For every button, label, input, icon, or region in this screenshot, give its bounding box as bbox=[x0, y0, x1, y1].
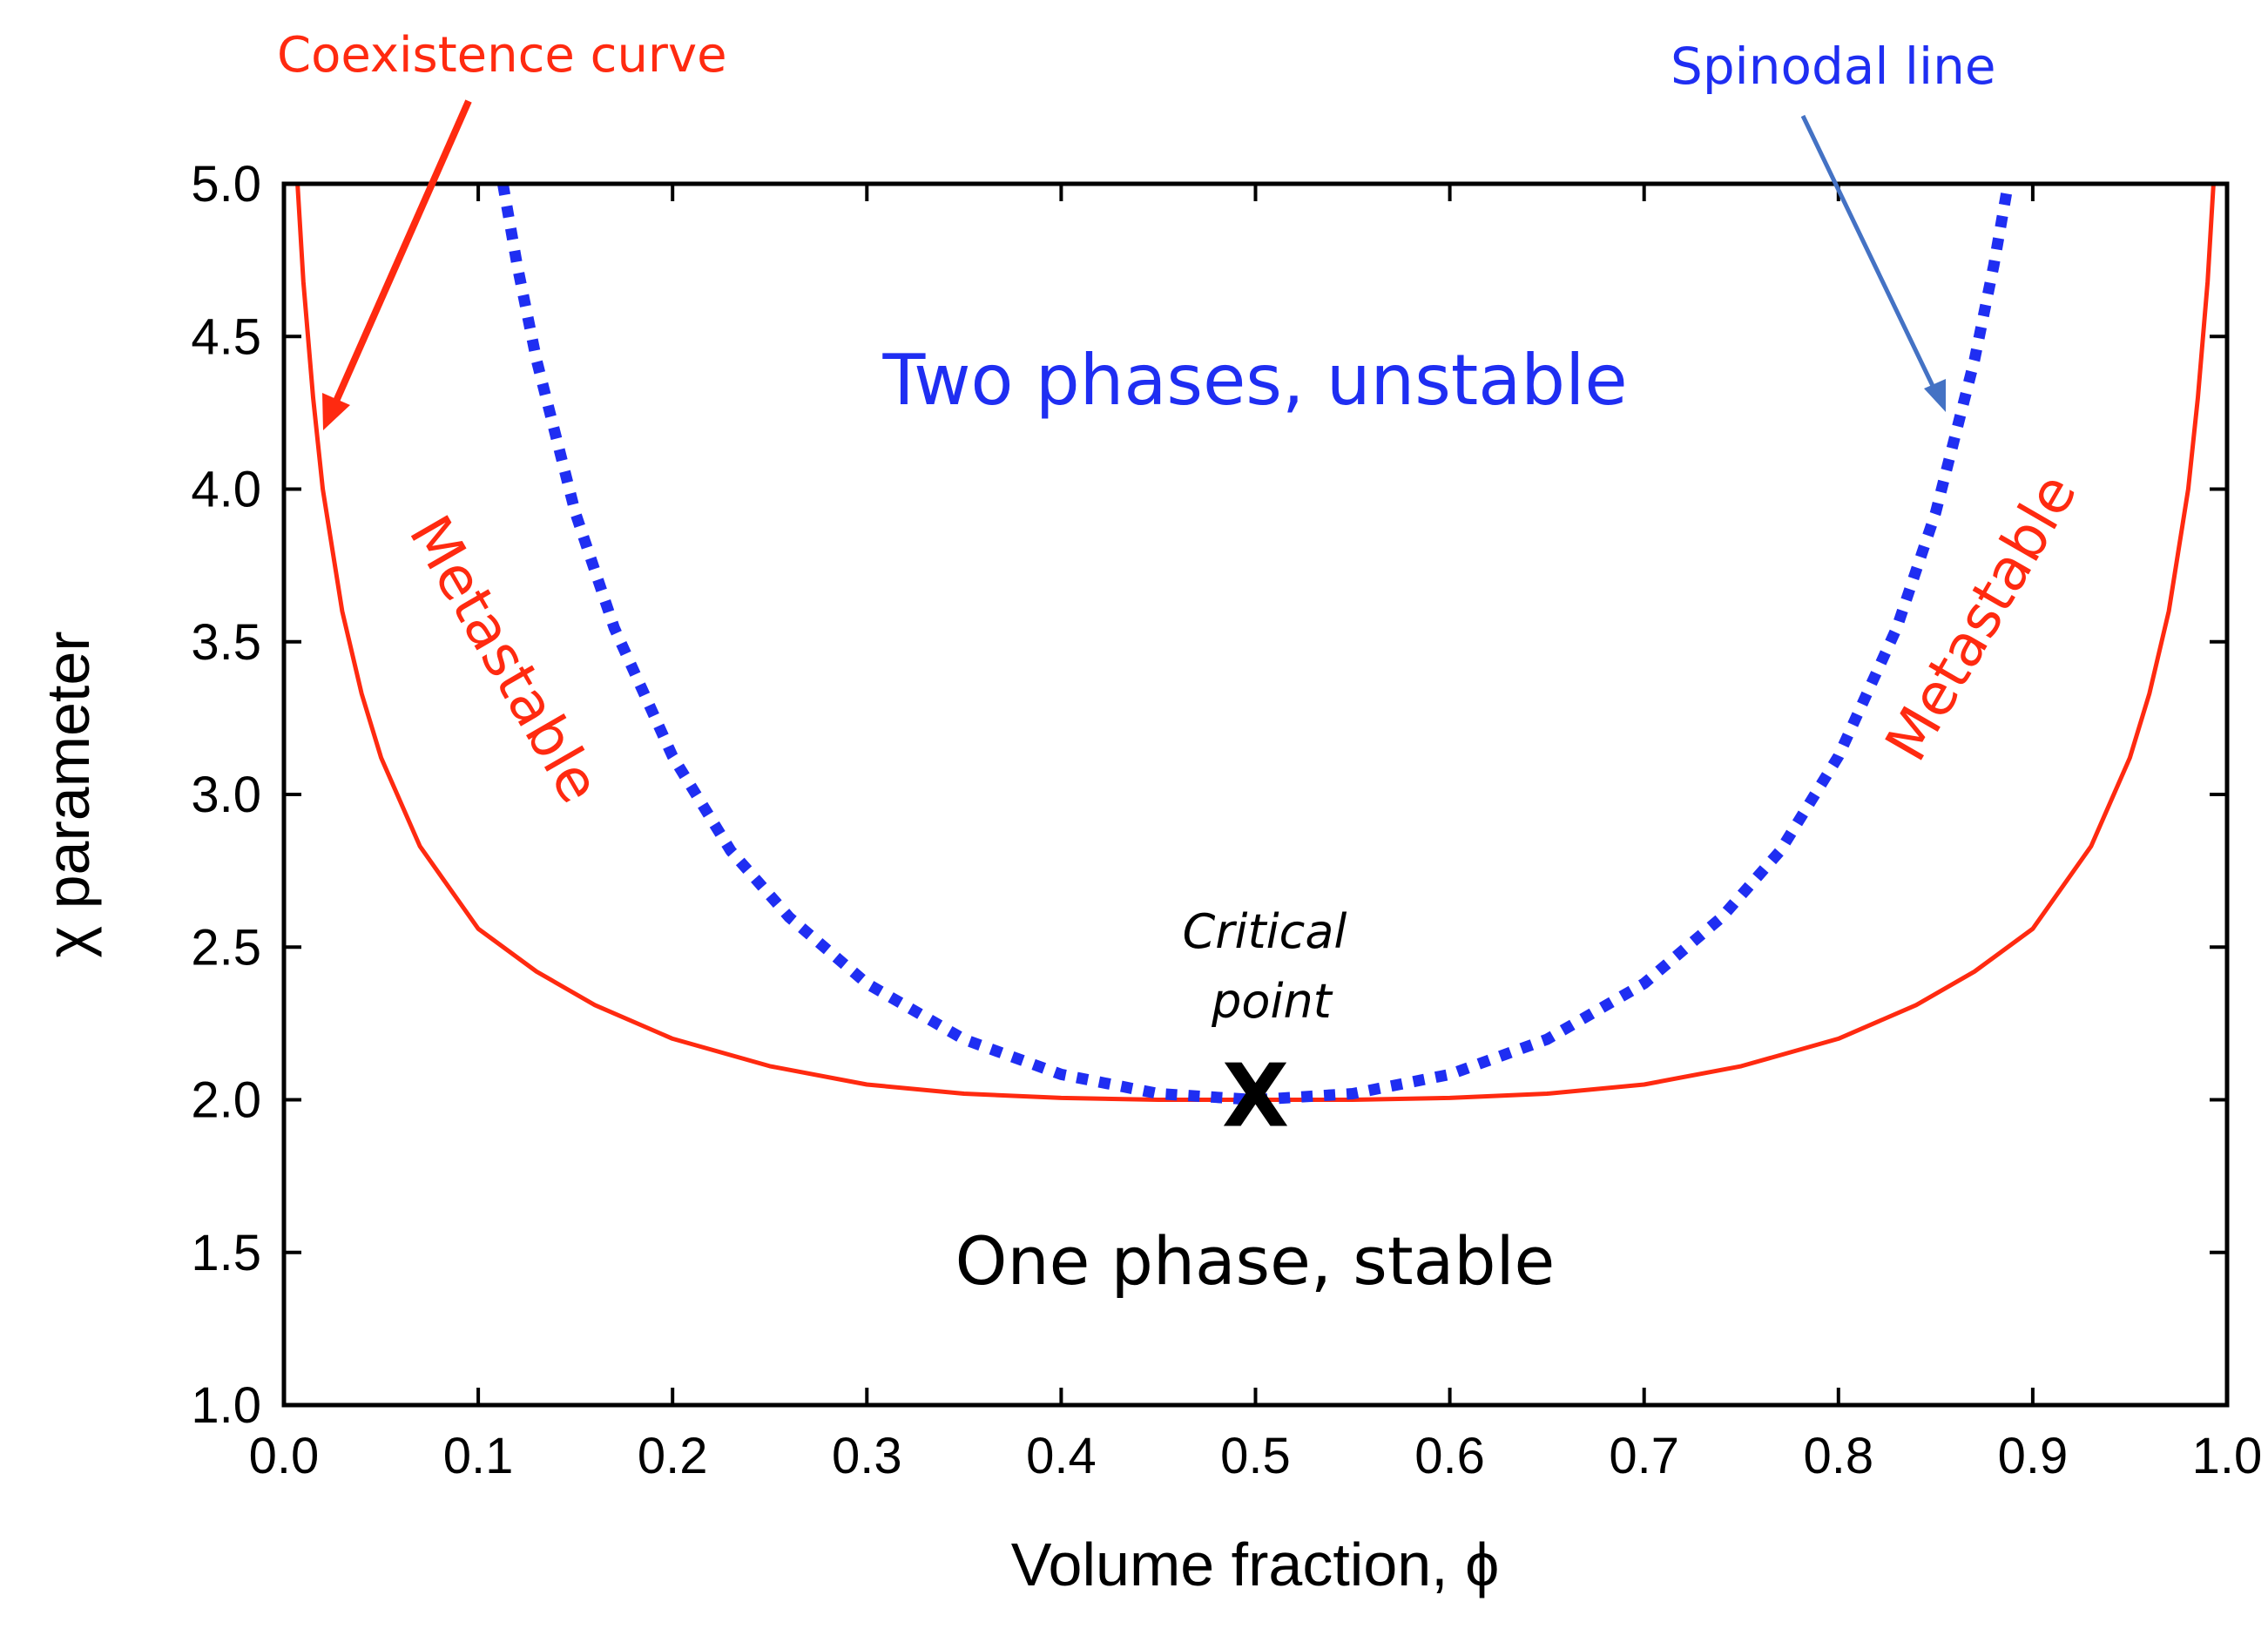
y-tick-label: 3.5 bbox=[191, 614, 261, 671]
spinodal-line bbox=[496, 182, 2015, 1105]
x-tick-label: 0.2 bbox=[638, 1428, 708, 1484]
y-axis-label: χ parameter bbox=[34, 631, 102, 957]
x-tick-label: 0.1 bbox=[443, 1428, 514, 1484]
y-tick-label: 4.0 bbox=[191, 462, 261, 518]
x-tick-label: 0.5 bbox=[1220, 1428, 1291, 1484]
y-tick-label: 5.0 bbox=[191, 156, 261, 213]
x-tick-label: 0.6 bbox=[1414, 1428, 1485, 1484]
spinodal-line-label: Spinodal line bbox=[1671, 37, 1996, 96]
coexistence-arrow bbox=[322, 99, 472, 430]
y-tick-label: 2.0 bbox=[191, 1072, 261, 1129]
x-tick-label: 0.3 bbox=[832, 1428, 902, 1484]
one-phase-label: One phase, stable bbox=[955, 1222, 1556, 1300]
two-phases-label: Two phases, unstable bbox=[881, 340, 1627, 421]
spinodal-arrow bbox=[1800, 114, 1946, 412]
tick-layer: 0.0 0.1 0.2 0.3 0.4 0.5 0.6 0.7 0.8 0.9 1.0 1.0 1.5 2… bbox=[191, 156, 2262, 1484]
x-tick-label: 0.8 bbox=[1803, 1428, 1873, 1484]
x-tick-label: 0.9 bbox=[1998, 1428, 2069, 1484]
x-axis-label: Volume fraction, ϕ bbox=[1011, 1531, 1500, 1598]
y-tick-label: 1.0 bbox=[191, 1377, 261, 1434]
critical-point-label-line1: Critical bbox=[1183, 904, 1347, 959]
x-tick-label: 1.0 bbox=[2192, 1428, 2263, 1484]
y-tick-label: 4.5 bbox=[191, 308, 261, 365]
x-tick-label: 0.4 bbox=[1026, 1428, 1097, 1484]
x-tick-label: 0.7 bbox=[1609, 1428, 1679, 1484]
critical-point-label-line2: point bbox=[1211, 974, 1333, 1029]
y-tick-label: 1.5 bbox=[191, 1225, 261, 1281]
critical-point-marker: X bbox=[1222, 1045, 1289, 1147]
y-tick-label: 3.0 bbox=[191, 767, 261, 823]
x-tick-label: 0.0 bbox=[249, 1428, 320, 1484]
curve-layer: X bbox=[295, 182, 2216, 1147]
y-tick-label: 2.5 bbox=[191, 919, 261, 976]
coexistence-curve-label: Coexistence curve bbox=[277, 27, 727, 84]
metastable-left-label: Metastable bbox=[396, 504, 613, 814]
coexistence-curve bbox=[295, 183, 2216, 1102]
